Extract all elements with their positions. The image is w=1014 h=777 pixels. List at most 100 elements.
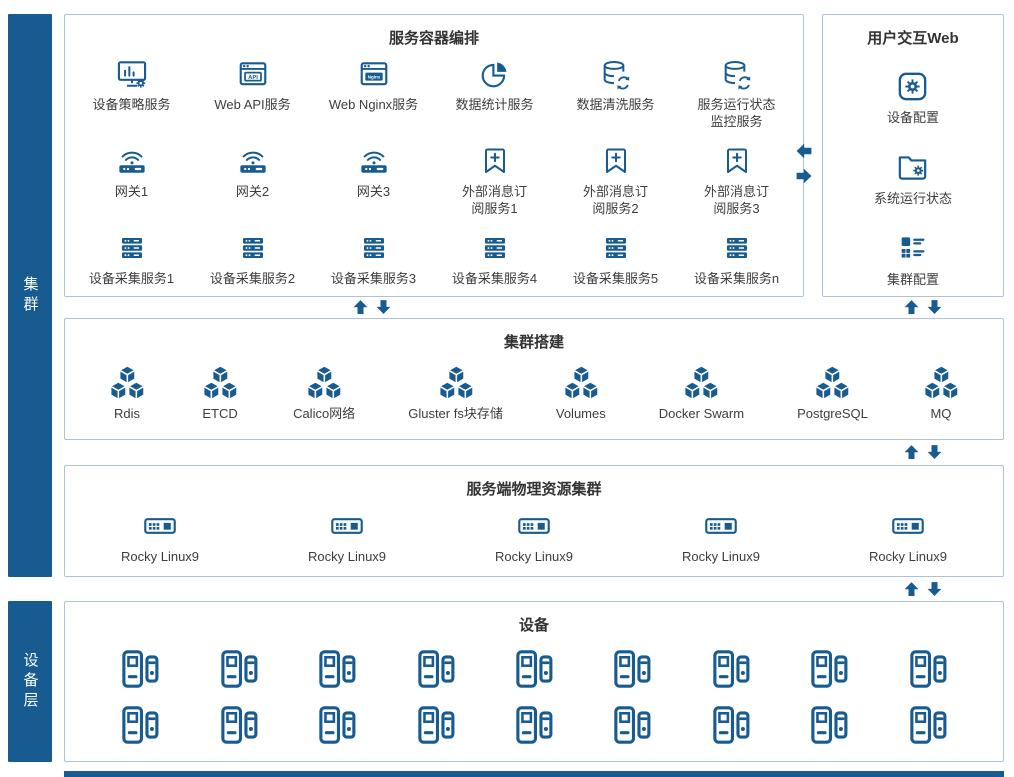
access-device-icon <box>610 701 654 749</box>
arrow-up-icon <box>903 580 919 597</box>
physical-devices-arrows <box>903 580 942 597</box>
service-item: Nginx Web Nginx服务 <box>313 57 434 131</box>
arrow-down-icon <box>375 298 391 315</box>
devices-grid <box>65 635 1003 749</box>
industrial-pc-icon <box>702 509 740 543</box>
host-item: Rocky Linux9 <box>308 509 386 566</box>
service-label: 设备策略服务 <box>92 97 171 112</box>
web-item: 设备配置 <box>887 68 939 127</box>
devices-title: 设备 <box>518 617 549 634</box>
arrow-down-icon <box>926 443 942 460</box>
collect-service-label: 设备采集服务5 <box>572 270 659 286</box>
gateway-item: 网关1 <box>71 144 192 218</box>
industrial-pc-icon <box>515 509 553 543</box>
access-device-icon <box>512 701 556 749</box>
collect-service-label: 设备采集服务n <box>693 270 780 286</box>
setup-item-label: Docker Swarm <box>658 406 745 421</box>
gateway-icon <box>237 144 269 178</box>
cubes-icon <box>436 366 476 400</box>
bookmark-plus-icon <box>480 144 510 178</box>
arrow-left-icon <box>796 142 812 159</box>
web-item-label: 设备配置 <box>886 110 939 125</box>
arrow-up-icon <box>903 443 919 460</box>
arrow-down-icon <box>926 298 942 315</box>
access-device-icon <box>906 701 950 749</box>
access-device-icon <box>118 701 162 749</box>
user-web-title: 用户交互Web <box>867 30 959 47</box>
setup-item: Gluster fs块存储 <box>408 366 503 423</box>
device-layer-bar: 设备层 <box>8 601 52 762</box>
access-device-icon <box>217 701 261 749</box>
collect-service-label: 设备采集服务4 <box>451 270 538 286</box>
gateway-icon <box>116 144 148 178</box>
host-item: Rocky Linux9 <box>869 509 947 566</box>
arrow-up-icon <box>352 298 368 315</box>
web-item-label: 集群配置 <box>886 271 939 287</box>
server-stack-icon <box>118 231 146 265</box>
gateway-label: 网关1 <box>114 183 149 199</box>
collect-service-label: 设备采集服务1 <box>88 270 175 286</box>
setup-item-label: Calico网络 <box>293 406 356 421</box>
collect-service-item: 设备采集服务1 <box>71 231 192 288</box>
grid-list-icon <box>897 230 928 266</box>
subscription-item: 外部消息订阅服务1 <box>434 144 555 218</box>
service-item: 服务运行状态监控服务 <box>676 57 797 131</box>
access-device-icon <box>807 645 851 693</box>
collect-service-item: 设备采集服务4 <box>434 231 555 288</box>
server-stack-icon <box>360 231 388 265</box>
collect-service-item: 设备采集服务2 <box>192 231 313 288</box>
setup-item-label: Rdis <box>113 406 140 421</box>
service-item: 数据清洗服务 <box>555 57 676 131</box>
orchestration-setup-arrows <box>352 298 391 315</box>
industrial-pc-icon <box>328 509 366 543</box>
setup-item: PostgreSQL <box>797 366 868 423</box>
setup-item: MQ <box>921 366 961 423</box>
access-device-icon <box>709 645 753 693</box>
web-item: 系统运行状态 <box>874 149 952 208</box>
setup-item: ETCD <box>200 366 240 423</box>
bookmark-plus-icon <box>722 144 752 178</box>
arrow-right-icon <box>796 167 812 184</box>
collect-service-item: 设备采集服务5 <box>555 231 676 288</box>
gateway-label: 网关3 <box>356 183 391 199</box>
nginx-window-icon: Nginx <box>358 57 390 91</box>
setup-item: Docker Swarm <box>659 366 744 423</box>
setup-item: Calico网络 <box>293 366 355 423</box>
orchestration-grid: 设备策略服务 API Web API服务 Nginx Web Nginx服务 数… <box>65 48 803 287</box>
collect-service-label: 设备采集服务3 <box>330 270 417 286</box>
setup-item: Rdis <box>107 366 147 423</box>
access-device-icon <box>906 645 950 693</box>
subscription-item: 外部消息订阅服务3 <box>676 144 797 218</box>
cluster-layer-bar: 集群 <box>8 14 52 577</box>
access-device-icon <box>414 645 458 693</box>
service-item: 设备策略服务 <box>71 57 192 131</box>
setup-item-label: PostgreSQL <box>797 406 868 421</box>
access-device-icon <box>315 701 359 749</box>
subscription-label: 外部消息订阅服务1 <box>461 183 527 216</box>
industrial-pc-icon <box>889 509 927 543</box>
service-label: Web API服务 <box>214 97 291 112</box>
orchestration-panel: 服务容器编排 设备策略服务 API Web API服务 Nginx Web Ng… <box>64 14 804 297</box>
user-web-panel: 用户交互Web 设备配置 系统运行状态 集群配置 <box>822 14 1004 297</box>
access-device-icon <box>217 645 261 693</box>
web-item: 集群配置 <box>887 230 939 289</box>
setup-item: Volumes <box>556 366 606 423</box>
host-label: Rocky Linux9 <box>121 549 200 564</box>
access-device-icon <box>709 701 753 749</box>
cluster-setup-items: Rdis ETCD Calico网络 Gluster fs块存储 Volumes… <box>65 352 1003 423</box>
subscription-label: 外部消息订阅服务3 <box>703 183 769 216</box>
host-item: Rocky Linux9 <box>121 509 199 566</box>
gateway-icon <box>358 144 390 178</box>
web-item-label: 系统运行状态 <box>873 190 952 206</box>
access-device-icon <box>414 701 458 749</box>
database-refresh-icon <box>600 57 632 91</box>
service-item: 数据统计服务 <box>434 57 555 131</box>
server-stack-icon <box>481 231 509 265</box>
setup-physical-arrows <box>903 443 942 460</box>
gateway-item: 网关3 <box>313 144 434 218</box>
user-web-items: 设备配置 系统运行状态 集群配置 <box>823 48 1003 289</box>
cubes-icon <box>107 366 147 400</box>
server-stack-icon <box>239 231 267 265</box>
cluster-setup-title: 集群搭建 <box>503 334 564 351</box>
